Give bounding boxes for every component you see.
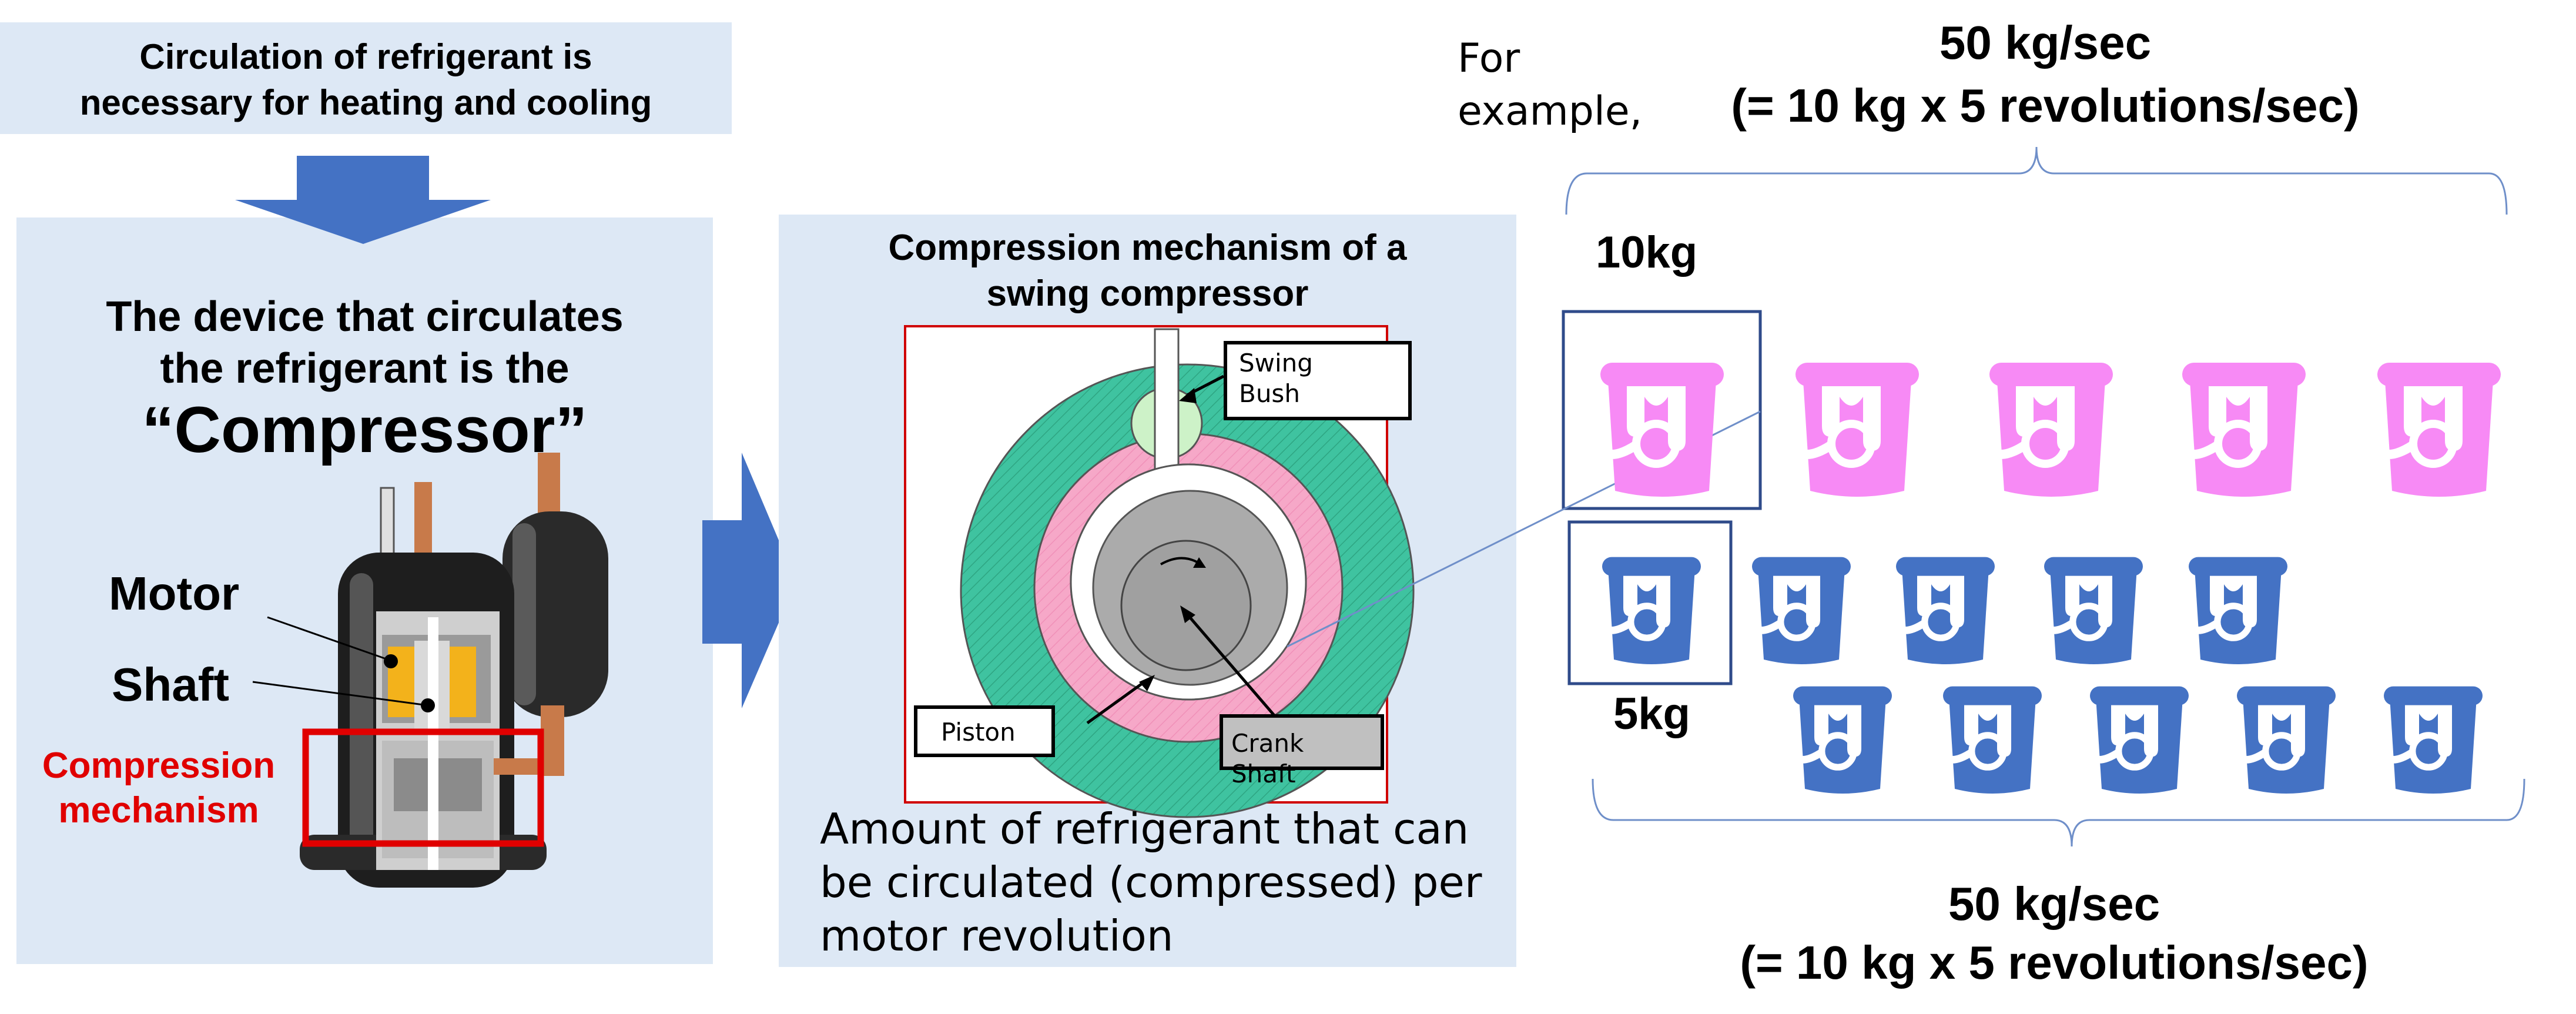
blue-bucket-icon: [1941, 687, 2042, 794]
top-formula: (= 10 kg x 5 revolutions/sec): [1731, 79, 2360, 132]
top-caption-line1: Circulation of refrigerant is: [139, 37, 592, 76]
mechanism-title-line2: swing compressor: [986, 273, 1309, 314]
pink-bucket-icon: [1987, 363, 2113, 497]
bottom-rate: 50 kg/sec: [1948, 878, 2160, 930]
mechanism-description: Amount of refrigerant that can be circul…: [820, 802, 1513, 963]
bottom-brace: [1592, 778, 2525, 847]
right-arrow: [702, 453, 796, 708]
description-line1: Amount of refrigerant that can: [820, 804, 1469, 854]
example-line: example,: [1458, 88, 1643, 135]
pink-bucket-icon: [2374, 363, 2501, 497]
blue-bucket-icon: [2088, 687, 2189, 794]
label-crank-shaft: Crank Shaft: [1220, 714, 1384, 788]
bucket-10kg-frame: [1562, 310, 1762, 510]
label-10kg: 10kg: [1596, 227, 1698, 277]
description-line2: be circulated (compressed) per: [820, 858, 1482, 907]
top-brace: [1565, 146, 2508, 215]
pink-buckets: [1597, 363, 2501, 497]
top-rate: 50 kg/sec: [1939, 16, 2152, 69]
blue-bucket-icon: [2235, 687, 2336, 794]
compressor-heading: The device that circulates the refrigera…: [16, 291, 713, 394]
pink-bucket-icon: [2179, 363, 2306, 497]
label-compression-line1: Compression: [42, 745, 276, 786]
bottom-formula: (= 10 kg x 5 revolutions/sec): [1740, 936, 2369, 989]
swing-bush-line1: Swing: [1239, 349, 1313, 377]
mechanism-title-line1: Compression mechanism of a: [888, 227, 1407, 268]
label-swing-bush: Swing Bush: [1224, 341, 1412, 420]
bucket-5kg-frame: [1567, 520, 1733, 685]
top-caption-box: [0, 22, 732, 134]
swing-mechanism: [960, 328, 1415, 818]
description-line3: motor revolution: [820, 911, 1174, 961]
label-compression-line2: mechanism: [58, 790, 259, 831]
blue-bucket-icon: [2186, 557, 2287, 664]
blue-bucket-icon: [1750, 557, 1851, 664]
for-example: For example,: [1458, 32, 1642, 138]
blue-bucket-icon: [2381, 687, 2483, 794]
label-shaft: Shaft: [112, 658, 229, 711]
blue-bucket-icon: [1600, 557, 1701, 664]
mechanism-title: Compression mechanism of a swing compres…: [779, 225, 1516, 317]
label-piston: Piston: [914, 705, 1055, 757]
swing-bush-line2: Bush: [1239, 379, 1300, 408]
heading-line2: the refrigerant is the: [160, 345, 570, 392]
blue-bucket-icon: [2042, 557, 2143, 664]
label-compression-mechanism: Compression mechanism: [24, 744, 294, 833]
top-caption-text: Circulation of refrigerant is necessary …: [0, 34, 732, 126]
label-motor: Motor: [109, 567, 240, 620]
down-arrow: [235, 156, 491, 244]
top-caption-line2: necessary for heating and cooling: [79, 83, 652, 122]
blue-bucket-icon: [1894, 557, 1995, 664]
compressor-title: “Compressor”: [142, 394, 588, 466]
compressor-illustration: [252, 453, 608, 888]
pink-bucket-icon: [1793, 363, 1919, 497]
pink-bucket-icon: [1597, 363, 1724, 497]
blue-bucket-icon: [1791, 687, 1892, 794]
for-line: For: [1458, 35, 1520, 82]
heading-line1: The device that circulates: [106, 293, 624, 340]
label-5kg: 5kg: [1613, 689, 1690, 739]
